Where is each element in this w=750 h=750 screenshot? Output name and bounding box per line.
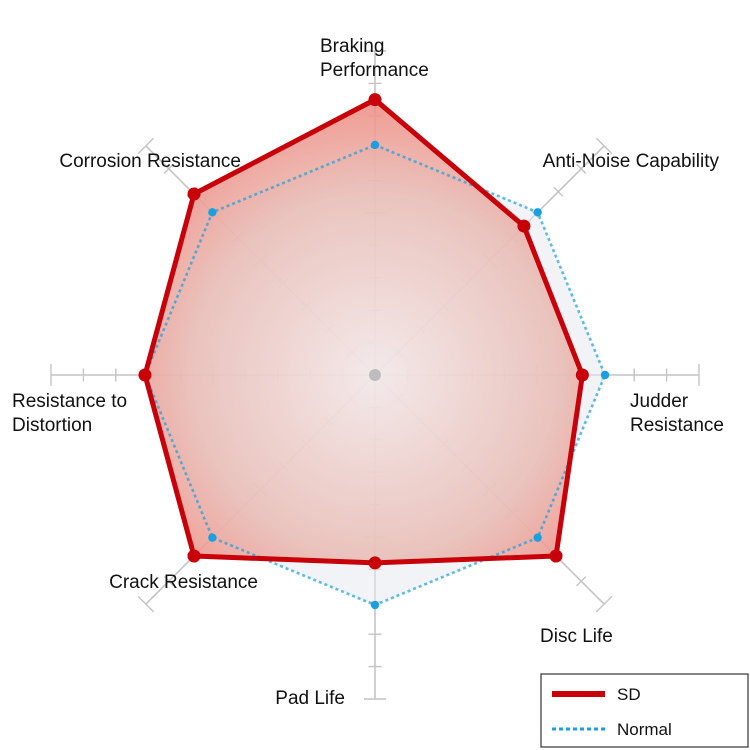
axis-label-5: Crack Resistance (109, 572, 258, 593)
series-normal-point-3 (533, 533, 542, 542)
series-sd-area (145, 99, 583, 563)
axis-tick (163, 576, 174, 587)
axis-tick (576, 163, 587, 174)
series-sd-point-1 (517, 219, 531, 233)
axis-label-3: Disc Life (540, 626, 613, 647)
series-normal-point-7 (208, 208, 217, 217)
axis-label-line: Resistance to (12, 391, 127, 412)
series-normal-point-5 (208, 533, 217, 542)
series-layer (138, 93, 610, 610)
axis-label-line: Crack Resistance (109, 572, 258, 593)
axis-label-line: Performance (320, 60, 429, 81)
axis-label-line: Braking (320, 36, 384, 57)
axis-label-line: Judder (630, 391, 689, 412)
axis-label-line: Anti-Noise Capability (543, 151, 720, 172)
axis-tick (163, 163, 174, 174)
series-normal-point-1 (533, 208, 542, 217)
series-sd-point-3 (549, 549, 563, 563)
series-sd-point-2 (575, 368, 589, 382)
axis-label-line: Corrosion Resistance (59, 151, 241, 172)
series-normal-point-0 (370, 140, 380, 150)
axis-label-line: Disc Life (540, 626, 613, 647)
axis-label-1: Anti-Noise Capability (543, 151, 720, 172)
axis-tick (595, 595, 613, 613)
axis-label-line: Pad Life (275, 688, 345, 709)
axis-label-line: Distortion (12, 415, 92, 436)
legend-label-sd: SD (617, 685, 641, 704)
axis-tick (137, 595, 155, 613)
series-sd-point-4 (368, 556, 382, 570)
series-sd-point-6 (138, 368, 152, 382)
axis-label-4: Pad Life (275, 688, 345, 709)
series-normal-point-4 (370, 600, 380, 610)
series-sd-point-7 (187, 187, 201, 201)
axis-tick (595, 137, 613, 155)
legend: SD Normal (540, 673, 749, 748)
axis-tick (137, 137, 155, 155)
axis-label-7: Corrosion Resistance (59, 151, 241, 172)
axis-label-6: Resistance to Distortion (12, 391, 127, 436)
center-point (369, 369, 381, 381)
axis-tick (553, 186, 564, 197)
series-sd-point-0 (368, 93, 382, 107)
legend-label-normal: Normal (617, 720, 672, 739)
axis-label-line: Resistance (630, 415, 724, 436)
legend-box (540, 673, 749, 748)
series-sd-point-5 (187, 549, 201, 563)
series-normal-point-2 (600, 370, 610, 380)
axis-tick (576, 576, 587, 587)
